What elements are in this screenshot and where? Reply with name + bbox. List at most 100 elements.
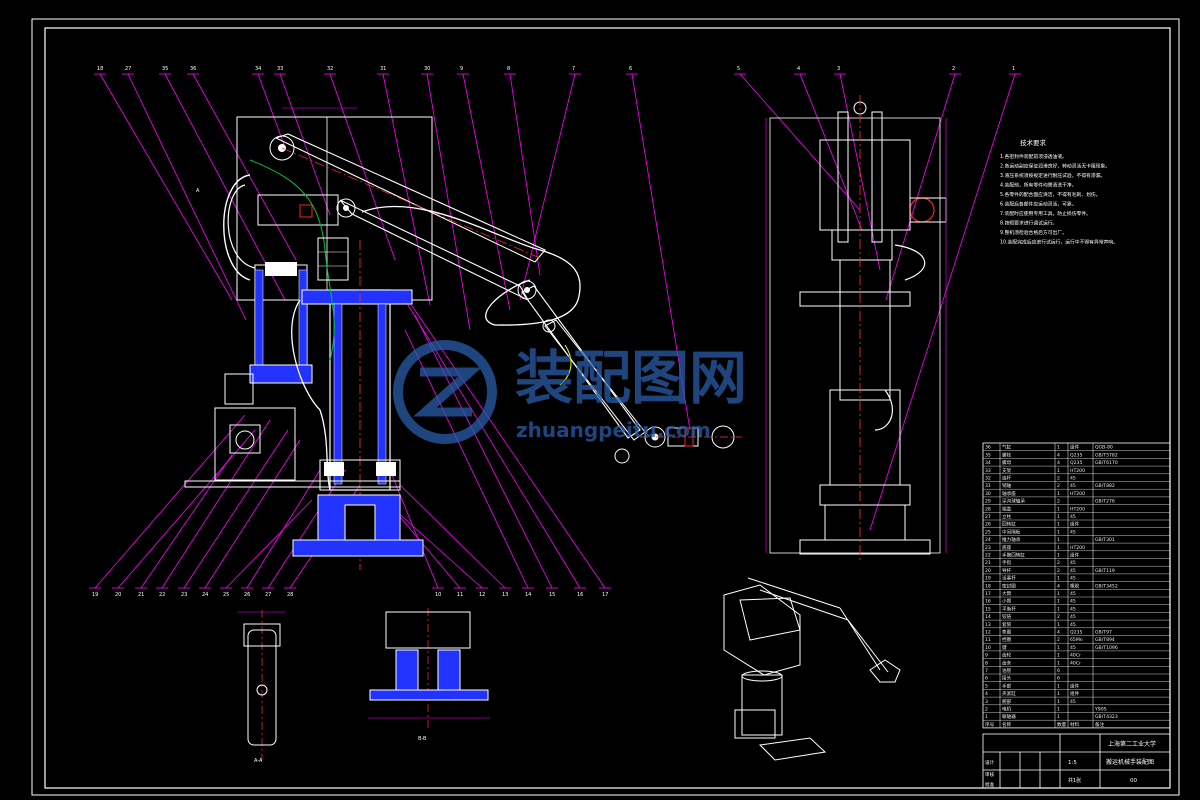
slide-red-part bbox=[299, 204, 313, 218]
side-pedestal bbox=[799, 539, 931, 555]
detail2-top bbox=[385, 611, 471, 649]
bom-cell: 中间隔板 bbox=[1002, 528, 1021, 535]
balloon-number: 27 bbox=[125, 66, 131, 72]
side-lower-body bbox=[829, 389, 901, 486]
leader-line bbox=[799, 73, 863, 231]
balloon-number: 24 bbox=[202, 592, 208, 598]
bom-cell: 28 bbox=[985, 506, 991, 512]
detail1-head bbox=[243, 623, 281, 647]
bom-cell: 13 bbox=[985, 622, 991, 628]
bom-cell: 1 bbox=[1057, 522, 1060, 528]
bom-cell: 45 bbox=[1070, 699, 1076, 705]
detail1-label: A-A bbox=[254, 758, 263, 764]
side-view bbox=[765, 95, 947, 562]
bom-cell: 大臂 bbox=[1002, 590, 1012, 597]
balloon-number: 10 bbox=[435, 592, 441, 598]
side-hose-2 bbox=[874, 389, 893, 431]
bom-cell: 螺母 bbox=[1002, 459, 1012, 466]
bom-cell: 45 bbox=[1070, 568, 1076, 574]
bom-cell: 5 bbox=[985, 683, 988, 689]
bom-cell: 组件 bbox=[1070, 521, 1080, 528]
bom-cell: 45 bbox=[1070, 599, 1076, 605]
note-line: 7.装配时应使用专用工具，防止损伤零件。 bbox=[1000, 210, 1091, 217]
bom-cell: 30 bbox=[985, 491, 991, 497]
bom-cell: 40Cr bbox=[1070, 660, 1081, 666]
bom-cell: 1 bbox=[1057, 491, 1060, 497]
watermark-en: zhuangpeitu.com bbox=[516, 418, 711, 442]
bom-cell: 1 bbox=[1057, 622, 1060, 628]
inner-frame bbox=[44, 27, 1171, 789]
forearm bbox=[521, 285, 641, 439]
bom-cell: 24 bbox=[985, 537, 991, 543]
bom-cell: 导杆 bbox=[1002, 567, 1012, 574]
balloon-number: 5 bbox=[737, 66, 740, 72]
isometric-view bbox=[723, 577, 901, 761]
detail1-bore bbox=[256, 684, 268, 696]
tb-drawing-no: 00 bbox=[1130, 778, 1137, 784]
bom-cell: 1 bbox=[1057, 545, 1060, 551]
bom-cell: HT200 bbox=[1070, 506, 1085, 512]
bom-cell: 7 bbox=[985, 668, 988, 674]
bom-cell: 14 bbox=[985, 614, 991, 620]
balloon-number: 3 bbox=[837, 66, 840, 72]
balloon-number: 7 bbox=[572, 66, 575, 72]
leader-line bbox=[631, 73, 691, 431]
bom-header: 备注 bbox=[1095, 721, 1105, 728]
bom-cell: 35 bbox=[985, 452, 991, 458]
balloon-number: 32 bbox=[327, 66, 333, 72]
bom-cell: 45 bbox=[1070, 645, 1076, 651]
balloon-number: 16 bbox=[577, 592, 583, 598]
balloon-number: 21 bbox=[138, 592, 144, 598]
lift-cylinder-wall-r bbox=[298, 269, 308, 381]
side-flange bbox=[799, 291, 911, 307]
balloon-number: 22 bbox=[159, 592, 165, 598]
balloon-number: 1 bbox=[1012, 66, 1015, 72]
iso-box bbox=[739, 597, 801, 641]
bom-cell: 10 bbox=[985, 645, 991, 651]
watermark: 装配图网 zhuangpeitu.com bbox=[393, 340, 747, 444]
leader-lines bbox=[89, 73, 1021, 589]
bom-cell: GB/T4323 bbox=[1095, 714, 1118, 720]
iso-column-top bbox=[741, 670, 783, 682]
bom-cell: 深沟球轴承 bbox=[1002, 498, 1025, 505]
hose-yellow bbox=[559, 344, 572, 386]
bom-cell: 4 bbox=[1057, 630, 1060, 636]
leader-line bbox=[399, 484, 506, 589]
leader-line bbox=[257, 73, 287, 151]
bom-cell: Q235 bbox=[1070, 452, 1082, 458]
bom-cell: 轴承座 bbox=[1002, 490, 1016, 497]
bom-cell: 1 bbox=[1057, 537, 1060, 543]
balloon-number: 8 bbox=[507, 66, 510, 72]
bom-cell: GB/T301 bbox=[1095, 537, 1115, 543]
bom-cell: 21 bbox=[985, 560, 991, 566]
detail2-hub-l bbox=[395, 649, 419, 691]
side-body bbox=[831, 229, 893, 261]
bom-cell: 1 bbox=[1057, 660, 1060, 666]
tb-drawing-name: 搬运机械手装配图 bbox=[1106, 758, 1154, 766]
bom-cell: Q235 bbox=[1070, 460, 1082, 466]
tb-design: 设计 bbox=[985, 759, 995, 766]
bom-cell: 1 bbox=[1057, 714, 1060, 720]
notes-title: 技术要求 bbox=[1020, 138, 1047, 147]
bom-frame bbox=[982, 442, 1171, 729]
bom-cell: 销轴 bbox=[1002, 482, 1012, 489]
slide-assembly bbox=[257, 194, 339, 226]
leader-line bbox=[94, 414, 246, 589]
bom-cell: Q235 bbox=[1070, 630, 1082, 636]
section-arrow-label: A bbox=[196, 188, 200, 194]
hose-2 bbox=[227, 184, 256, 269]
bom-cell: 支架 bbox=[1002, 467, 1012, 474]
bom-cell: 45 bbox=[1070, 622, 1076, 628]
bom-cell: 1 bbox=[1057, 591, 1060, 597]
watermark-cn: 装配图网 bbox=[515, 344, 747, 412]
side-base-plate bbox=[819, 484, 911, 506]
bom-cell: 8 bbox=[985, 660, 988, 666]
valve-block bbox=[317, 237, 349, 281]
bom-cell: 36 bbox=[985, 445, 991, 451]
hose-1 bbox=[223, 174, 251, 281]
balloon-number: 28 bbox=[287, 592, 293, 598]
leader-line bbox=[462, 73, 511, 311]
lower-arm bbox=[339, 199, 530, 302]
leader-line bbox=[329, 73, 396, 261]
